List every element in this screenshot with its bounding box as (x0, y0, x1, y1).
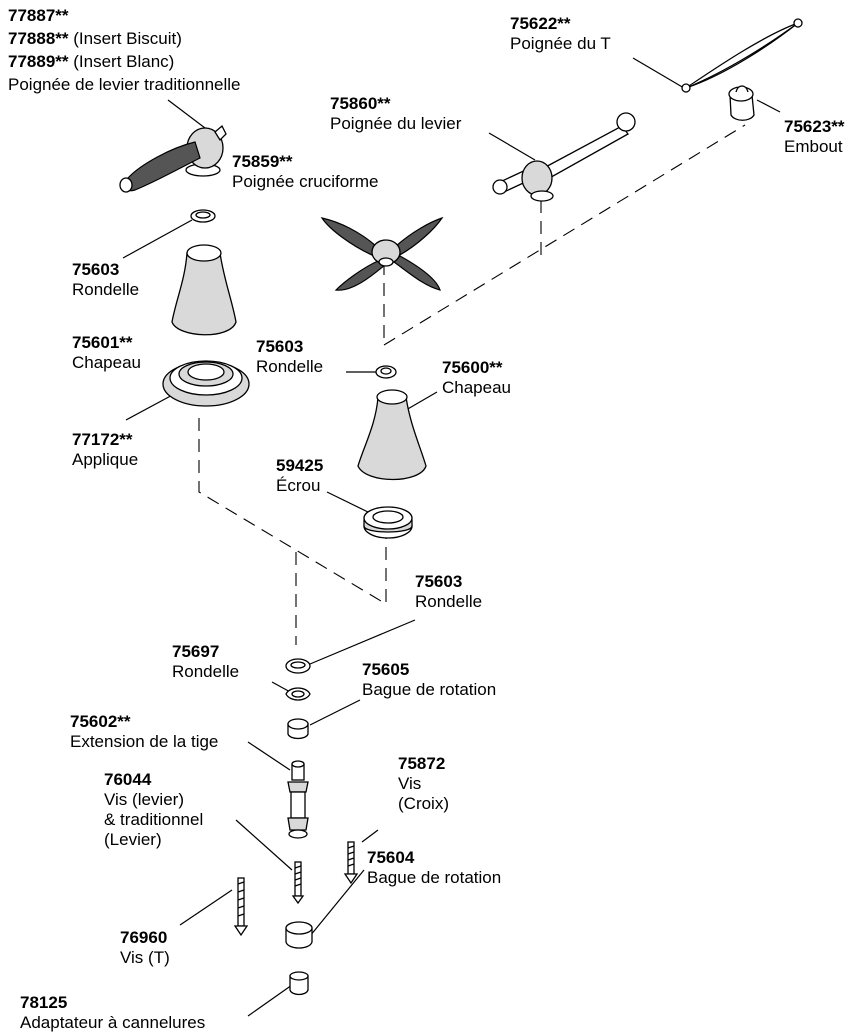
screw-lever (291, 861, 305, 905)
washer-top-left (190, 209, 216, 223)
rotation-ring-lower (285, 921, 313, 949)
wavy-washer (285, 687, 311, 701)
callout-75872: 75872 Vis (Croix) (398, 754, 449, 814)
part-description: Rondelle (256, 357, 324, 376)
part-description: Applique (72, 450, 139, 469)
callout-75603-b: 75603 Rondelle (256, 337, 323, 377)
part-number: 75623** (784, 117, 845, 136)
callout-75623: 75623** Embout (784, 117, 845, 157)
part-description: Bague de rotation (362, 680, 497, 699)
part-number: 59425 (276, 456, 324, 475)
callout-75600: 75600** Chapeau (442, 358, 511, 398)
escutcheon (162, 360, 250, 407)
part-description: Poignée du T (510, 34, 611, 53)
callout-77172: 77172** Applique (72, 430, 138, 470)
part-number: 77172** (72, 430, 133, 449)
part-description: (Croix) (398, 794, 449, 813)
part-description: Adaptateur à cannelures (20, 1013, 206, 1032)
screw-t (233, 877, 249, 937)
washer-mid-right (375, 365, 397, 379)
part-description: (Insert Blanc) (73, 52, 175, 71)
part-description: Vis (398, 774, 422, 793)
cross-handle (320, 216, 444, 291)
nut (363, 506, 413, 539)
part-number: 75600** (442, 358, 503, 377)
part-description: (Insert Biscuit) (73, 29, 182, 48)
splined-adapter (289, 971, 309, 996)
traditional-lever-handle (119, 124, 227, 193)
leader-lines (122, 57, 781, 1017)
screw-cross (343, 841, 359, 885)
part-number: 77887** (8, 6, 69, 25)
lever-handle (492, 112, 636, 202)
callout-59425: 59425 Écrou (276, 456, 323, 496)
part-number: 75872 (398, 754, 446, 773)
callout-75603-c: 75603 Rondelle (415, 572, 482, 612)
callout-75601: 75601** Chapeau (72, 333, 141, 373)
flange-cap-right (357, 389, 427, 481)
part-description: Embout (784, 137, 843, 156)
t-handle (681, 18, 803, 93)
part-description: Poignée cruciforme (232, 172, 379, 191)
assembly-dashed-lines (198, 124, 746, 645)
part-number: 77889** (8, 52, 69, 71)
part-number: 76044 (104, 770, 152, 789)
part-number: 75601** (72, 333, 133, 352)
part-number: 76960 (120, 928, 168, 947)
part-description: Rondelle (415, 592, 483, 611)
callout-75604: 75604 Bague de rotation (367, 848, 501, 888)
part-number: 75697 (172, 642, 220, 661)
callout-77888: 77888** (Insert Biscuit) (8, 29, 182, 49)
callout-75622: 75622** Poignée du T (510, 14, 611, 54)
part-description: Chapeau (442, 378, 512, 397)
part-description: Poignée de levier traditionnelle (8, 75, 241, 94)
callout-75860: 75860** Poignée du levier (330, 94, 461, 134)
part-description: Rondelle (172, 662, 240, 681)
callout-75697: 75697 Rondelle (172, 642, 239, 682)
part-description: Écrou (276, 476, 321, 495)
part-number: 75603 (415, 572, 463, 591)
part-description: (Levier) (104, 830, 162, 849)
stem-extension (287, 760, 309, 839)
part-number: 75859** (232, 152, 293, 171)
rotation-ring-upper (287, 718, 309, 740)
part-description: Extension de la tige (70, 732, 219, 751)
part-number: 78125 (20, 993, 68, 1012)
part-description: Chapeau (72, 353, 142, 372)
callout-75603-a: 75603 Rondelle (72, 260, 139, 300)
callout-75859: 75859** Poignée cruciforme (232, 152, 378, 192)
callout-76044: 76044 Vis (levier) & traditionnel (Levie… (104, 770, 203, 850)
t-handle-end-cap (728, 85, 755, 121)
part-description: & traditionnel (104, 810, 204, 829)
callout-77889: 77889** (Insert Blanc) (8, 52, 174, 72)
callout-76960: 76960 Vis (T) (120, 928, 170, 968)
part-description: Poignée du levier (330, 114, 462, 133)
callout-78125: 78125 Adaptateur à cannelures (20, 993, 205, 1033)
part-description: Vis (levier) (104, 790, 184, 809)
callout-75602: 75602** Extension de la tige (70, 712, 218, 752)
callout-75605: 75605 Bague de rotation (362, 660, 496, 700)
part-number: 75603 (256, 337, 304, 356)
part-number: 75860** (330, 94, 391, 113)
part-number: 75605 (362, 660, 410, 679)
part-number: 77888** (8, 29, 69, 48)
part-number: 75603 (72, 260, 120, 279)
callout-77887: 77887** (8, 6, 69, 26)
part-description: Rondelle (72, 280, 140, 299)
flange-cap-left (171, 244, 237, 336)
washer-lower (285, 658, 311, 674)
part-number: 75602** (70, 712, 131, 731)
part-number: 75622** (510, 14, 571, 33)
callout-77887-description: Poignée de levier traditionnelle (8, 75, 241, 95)
part-number: 75604 (367, 848, 415, 867)
part-description: Bague de rotation (367, 868, 502, 887)
part-description: Vis (T) (120, 948, 170, 967)
